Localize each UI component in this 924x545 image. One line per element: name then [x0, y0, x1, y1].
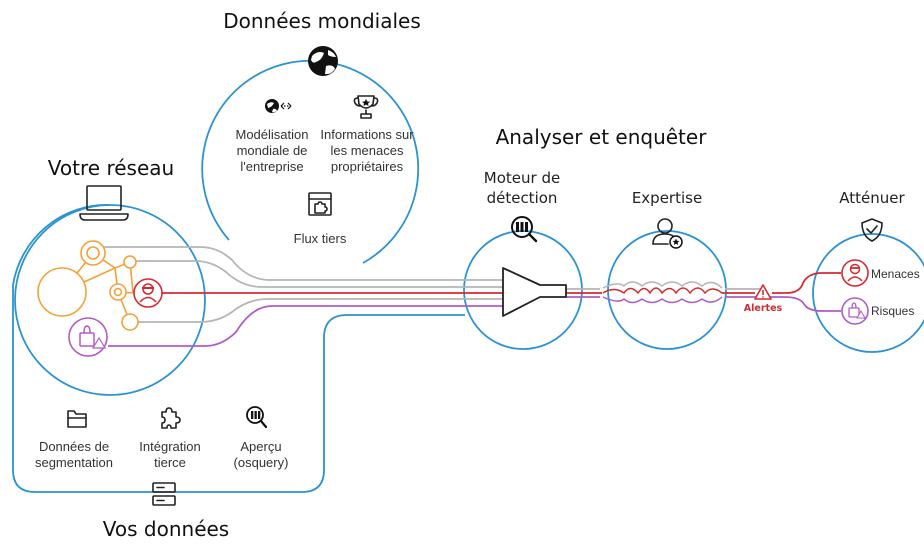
risks-label: Risques	[871, 304, 914, 318]
data-item-integration-line1: Intégration	[139, 439, 200, 454]
network-node	[37, 267, 87, 317]
alerts-label: Alertes	[744, 303, 783, 314]
osquery-search-icon	[246, 406, 268, 429]
network-graph	[37, 240, 139, 331]
network-node	[123, 255, 137, 269]
flow-lines	[100, 246, 841, 347]
global-item-feeds: Flux tiers	[294, 231, 347, 246]
detection-search-icon	[511, 216, 538, 243]
threats-label: Menaces	[871, 267, 920, 281]
your-data-outline	[12, 204, 465, 493]
network-title: Votre réseau	[48, 156, 174, 180]
engine-label-line1: Moteur de	[484, 169, 560, 187]
global-item-modeling-line1: Modélisation	[236, 127, 309, 142]
network-node	[113, 287, 123, 297]
global-item-intel-line1: Informations sur	[320, 127, 414, 142]
global-data-title: Données mondiales	[223, 9, 421, 33]
engine-label-line2: détection	[487, 189, 558, 207]
globe-icon	[308, 46, 338, 76]
risk-node	[68, 317, 108, 357]
data-item-osquery-line2: (osquery)	[234, 455, 289, 470]
data-item-segmentation-line2: segmentation	[35, 455, 113, 470]
global-item-modeling-line2: mondiale de	[237, 143, 308, 158]
expert-user-icon	[652, 218, 683, 249]
network-node	[86, 246, 100, 260]
risks-node	[841, 297, 869, 325]
threat-node	[133, 278, 163, 308]
folder-icon	[67, 410, 87, 428]
trophy-icon	[353, 95, 379, 119]
threats-node	[841, 259, 869, 287]
globe-network-icon	[265, 99, 292, 113]
data-item-segmentation-line1: Données de	[39, 439, 109, 454]
network-node	[121, 313, 139, 331]
plugin-window-icon	[308, 192, 332, 216]
puzzle-icon	[161, 407, 181, 429]
alert-icon	[754, 284, 772, 300]
global-item-intel-line2: les menaces	[331, 143, 404, 158]
global-item-modeling-line3: l'entreprise	[240, 159, 303, 174]
expertise-wave	[602, 281, 723, 304]
shield-icon	[861, 218, 883, 242]
your-data-title: Vos données	[103, 517, 229, 541]
laptop-icon	[79, 185, 129, 221]
mitigate-circle	[812, 233, 924, 353]
mitigate-label: Atténuer	[839, 189, 905, 207]
data-item-integration-line2: tierce	[154, 455, 186, 470]
data-item-osquery-line1: Aperçu	[240, 439, 281, 454]
storage-icon	[152, 482, 176, 506]
expertise-label: Expertise	[632, 189, 702, 207]
analyze-title: Analyser et enquêter	[496, 125, 708, 149]
global-item-intel-line3: propriétaires	[331, 159, 404, 174]
detection-funnel	[502, 267, 567, 317]
network-circle	[14, 204, 206, 396]
